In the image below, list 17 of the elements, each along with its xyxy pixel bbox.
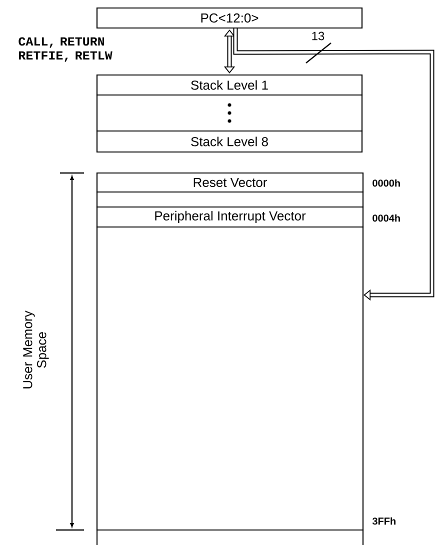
arrow xyxy=(233,28,434,301)
stack-row xyxy=(96,94,363,132)
memory-row xyxy=(96,226,364,531)
stack-row: Stack Level 1 xyxy=(96,74,363,96)
register-box: PC<12:0> xyxy=(96,7,363,29)
edge-label: 13 xyxy=(312,32,324,40)
memory-row: Peripheral Interrupt Vector xyxy=(96,206,364,228)
arrow xyxy=(224,30,236,74)
memory-row: Reset Vector xyxy=(96,172,364,193)
address-label: 0000h xyxy=(372,179,400,187)
address-label: 0004h xyxy=(372,214,400,222)
stack-row: Stack Level 8 xyxy=(96,130,363,153)
memory-row xyxy=(96,191,364,208)
axis-label: User Memory Space xyxy=(23,310,49,388)
instruction-label: CALL, RETURN RETFIE, RETLW xyxy=(18,37,112,62)
memory-row xyxy=(96,529,364,545)
address-label: 3FFh xyxy=(372,517,396,525)
